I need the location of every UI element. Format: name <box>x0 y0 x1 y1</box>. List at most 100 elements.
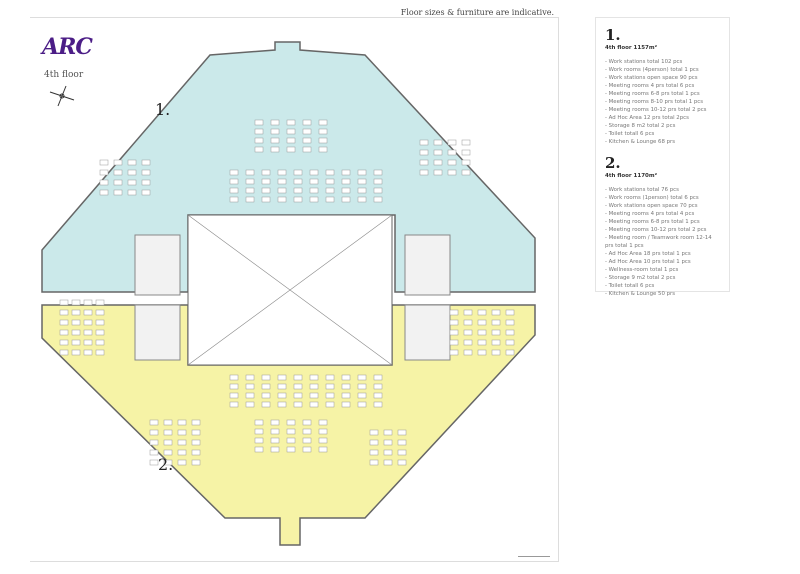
desk <box>357 178 367 185</box>
desk <box>318 128 328 135</box>
legend-item: - Meeting rooms 8-10 prs total 1 pcs <box>605 99 704 105</box>
core-southeast <box>404 304 451 361</box>
desk <box>309 196 319 203</box>
desk <box>447 159 457 166</box>
desk <box>141 159 151 166</box>
desk <box>286 128 296 135</box>
desk <box>373 187 383 194</box>
desk <box>261 196 271 203</box>
desk <box>293 392 303 399</box>
desk <box>270 446 280 453</box>
desk <box>293 401 303 408</box>
desk <box>163 419 173 426</box>
desk <box>286 428 296 435</box>
section-number: 1. <box>605 26 621 44</box>
desk <box>309 383 319 390</box>
desk <box>369 439 379 446</box>
desk <box>309 169 319 176</box>
desk <box>177 429 187 436</box>
desk <box>369 459 379 466</box>
desk <box>254 119 264 126</box>
desk <box>461 149 471 156</box>
desk <box>191 419 201 426</box>
desk <box>447 139 457 146</box>
legend-item: - Meeting rooms 10-12 prs total 2 pcs <box>605 227 707 233</box>
desk <box>127 179 137 186</box>
desk <box>277 187 287 194</box>
desk <box>261 401 271 408</box>
desk <box>491 319 501 326</box>
zone-2-label: 2. <box>158 455 174 474</box>
desk <box>302 137 312 144</box>
desk <box>477 319 487 326</box>
desk <box>191 449 201 456</box>
legend-item: - Work stations total 102 pcs <box>605 59 683 65</box>
desk <box>261 178 271 185</box>
desk <box>254 419 264 426</box>
desk <box>277 392 287 399</box>
desk <box>447 169 457 176</box>
desk <box>229 383 239 390</box>
desk <box>318 428 328 435</box>
desk <box>270 128 280 135</box>
desk <box>325 169 335 176</box>
desk <box>357 383 367 390</box>
scale-bar <box>518 556 550 557</box>
desk <box>341 196 351 203</box>
desk <box>325 178 335 185</box>
desk <box>261 392 271 399</box>
desk <box>59 319 69 326</box>
desk <box>71 349 81 356</box>
desk <box>191 459 201 466</box>
desk <box>191 439 201 446</box>
legend-item: - Work stations total 76 pcs <box>605 187 679 193</box>
desk <box>477 329 487 336</box>
desk <box>83 309 93 316</box>
desk <box>270 419 280 426</box>
desk <box>449 319 459 326</box>
desk <box>433 139 443 146</box>
desk <box>277 374 287 381</box>
desk <box>373 169 383 176</box>
desk <box>59 309 69 316</box>
legend-item: - Kitchen & Lounge 50 prs <box>605 291 676 297</box>
desk <box>302 146 312 153</box>
legend-item: - Work rooms (4person) total 1 pcs <box>605 67 699 73</box>
desk <box>83 319 93 326</box>
desk <box>383 439 393 446</box>
desk <box>373 401 383 408</box>
desk <box>83 349 93 356</box>
legend-item: - Ad Hoc Area 12 prs total 2pcs <box>605 115 689 121</box>
desk <box>95 309 105 316</box>
desk <box>177 439 187 446</box>
desk <box>373 178 383 185</box>
desk <box>341 178 351 185</box>
desk <box>113 159 123 166</box>
desk <box>302 128 312 135</box>
desk <box>83 339 93 346</box>
desk <box>309 374 319 381</box>
desk <box>325 196 335 203</box>
legend-item: - Work rooms (1person) total 6 pcs <box>605 195 699 201</box>
legend-item: - Wellness-room total 1 pcs <box>605 267 679 273</box>
desk <box>286 446 296 453</box>
desk <box>245 196 255 203</box>
desk <box>177 419 187 426</box>
desk <box>113 179 123 186</box>
desk <box>286 437 296 444</box>
desk <box>127 189 137 196</box>
desk <box>383 429 393 436</box>
legend-item: - Meeting rooms 10-12 prs total 2 pcs <box>605 107 707 113</box>
desk <box>357 401 367 408</box>
desk <box>254 128 264 135</box>
plan-frame <box>30 17 559 562</box>
desk <box>433 159 443 166</box>
desk <box>71 329 81 336</box>
desk <box>59 299 69 306</box>
desk <box>113 189 123 196</box>
desk <box>341 383 351 390</box>
legend-item: - Meeting rooms 4 prs total 4 pcs <box>605 211 695 217</box>
desk <box>286 146 296 153</box>
desk <box>71 309 81 316</box>
desk <box>491 339 501 346</box>
